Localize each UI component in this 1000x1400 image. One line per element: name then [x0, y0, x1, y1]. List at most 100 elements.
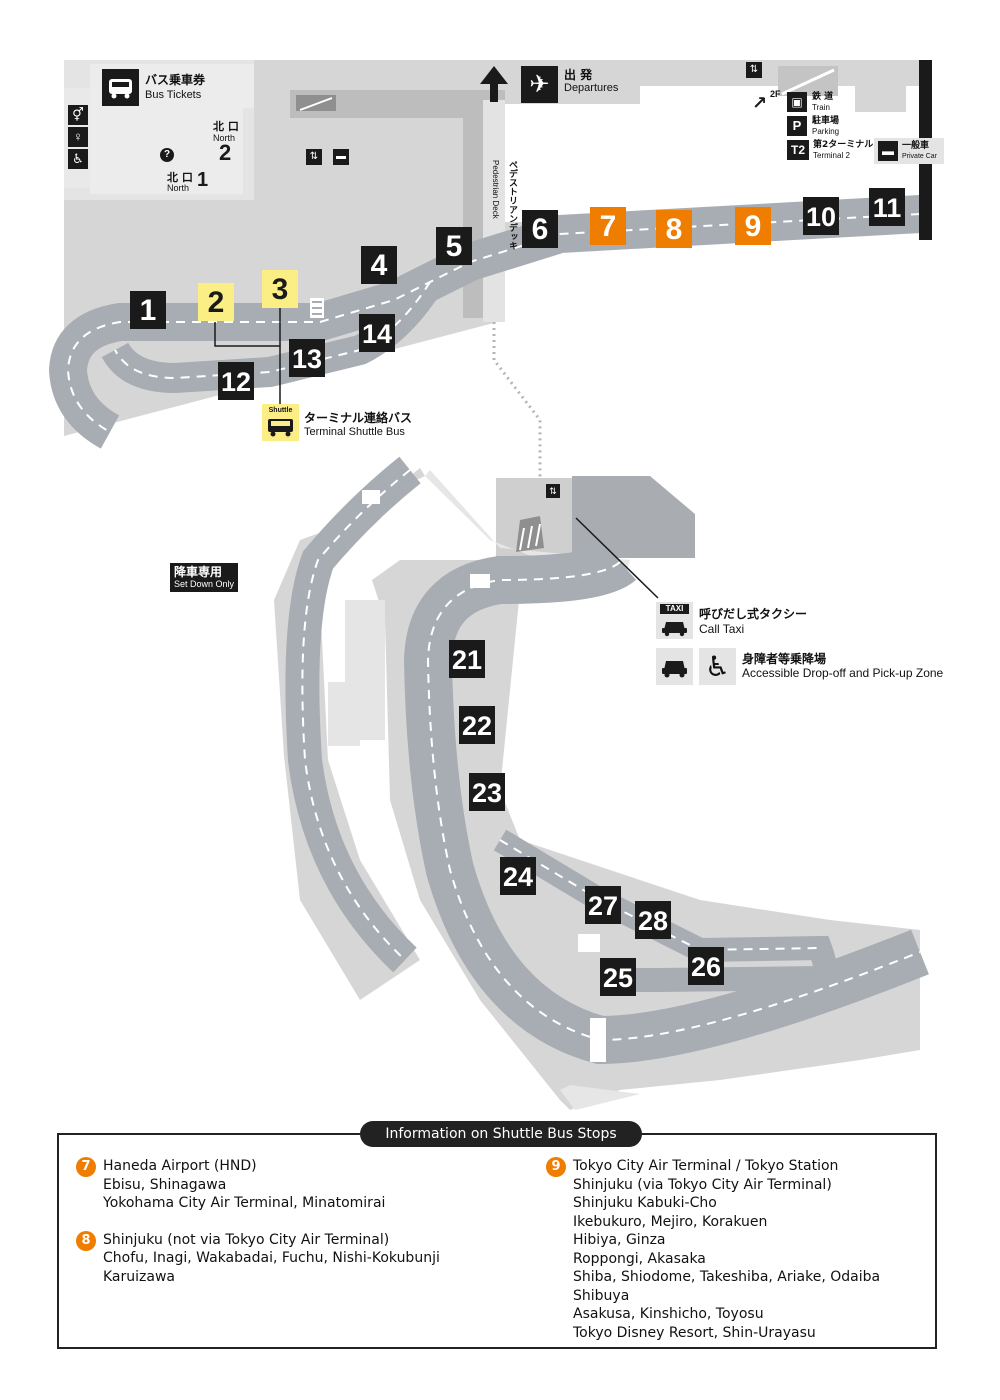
bus-stop-number: 28	[638, 906, 668, 936]
bus-stop-box	[500, 857, 536, 895]
train-label-ja: 鉄 道	[812, 92, 834, 102]
destination-line: Shinjuku (not via Tokyo City Air Termina…	[103, 1231, 390, 1248]
destination-line: Shibuya	[573, 1287, 630, 1304]
bus-stop-box	[289, 339, 325, 377]
bus-stop-box	[590, 207, 626, 245]
call-taxi-label-ja: 呼びだし式タクシー	[699, 607, 808, 621]
bus-icon	[102, 69, 139, 106]
bus-stop-number: 3	[272, 273, 289, 306]
bus-stop-21: 21	[449, 640, 485, 678]
bus-stop-number: 13	[292, 344, 322, 374]
departures-label-ja: 出 発	[564, 68, 593, 82]
arrow-up-icon	[480, 66, 508, 102]
bus-stop-2: 2	[198, 283, 234, 321]
bus-stop-box	[735, 207, 771, 245]
destination-line: Ikebukuro, Mejiro, Korakuen	[573, 1213, 768, 1230]
bus-stop-box	[585, 886, 621, 924]
terminal-2-label-en: Terminal 2	[813, 151, 850, 160]
bus-stop-3: 3	[262, 270, 298, 308]
bus-stop-number: 4	[371, 249, 388, 282]
private-car-label-ja: 一般車	[902, 141, 930, 151]
bus-stop-24: 24	[500, 857, 536, 895]
smoking-area-icon: ▬	[333, 149, 349, 165]
train-icon: ▣	[787, 92, 807, 112]
bus-stop-box	[688, 947, 724, 985]
pedestrian-deck-label-ja: ペデストリアンデッキ	[507, 160, 517, 250]
bus-stop-number: 7	[600, 210, 617, 243]
restroom-icon: ⚥	[68, 105, 88, 125]
taxi-badge-text: TAXI	[660, 604, 689, 614]
walkway-path	[492, 322, 542, 492]
north-exit-2-number: 2	[219, 140, 232, 165]
bus-stop-27: 27	[585, 886, 621, 924]
bus-stop-26: 26	[688, 947, 724, 985]
car-icon	[656, 648, 693, 685]
destination-line: Asakusa, Kinshicho, Toyosu	[573, 1306, 764, 1322]
north-exit-1-number: 1	[197, 169, 209, 191]
bus-stop-6: 6	[522, 210, 558, 248]
shuttle-leader-line	[214, 322, 281, 404]
bus-stop-number: 21	[452, 645, 482, 675]
private-car-label-en: Private Car	[902, 153, 938, 160]
destination-line: Chofu, Inagi, Wakabadai, Fuchu, Nishi-Ko…	[103, 1250, 440, 1266]
bus-stop-box	[218, 362, 254, 400]
bus-stop-number: 11	[873, 193, 902, 223]
bus-stop-box	[459, 706, 495, 744]
set-down-only-sign: 降車専用 Set Down Only	[170, 563, 239, 592]
parking-icon: P	[787, 116, 807, 136]
bus-stop-number: 24	[503, 862, 533, 892]
bus-stop-box	[361, 246, 397, 284]
plane-icon: ✈	[521, 66, 558, 103]
destination-line: Haneda Airport (HND)	[103, 1158, 257, 1174]
bus-stop-box	[635, 901, 671, 939]
destination-line: Tokyo Disney Resort, Shin-Urayasu	[573, 1324, 816, 1341]
elevator-icon: ⇅	[746, 62, 762, 78]
north-exit-2-label-en: North	[213, 133, 236, 143]
elevator-icon: ⇅	[306, 149, 322, 165]
destination-line: Yokohama City Air Terminal, Minatomirai	[103, 1195, 386, 1211]
bus-stop-box	[600, 958, 636, 996]
destination-line: Karuizawa	[103, 1268, 175, 1285]
terminal-2-label-ja: 第2ターミナル	[813, 140, 874, 150]
bus-stop-number: 27	[588, 891, 618, 921]
bus-stop-number: 2	[208, 286, 225, 319]
car-icon: ▬	[878, 141, 898, 161]
destination-line: Shiba, Shiodome, Takeshiba, Ariake, Odai…	[573, 1269, 881, 1285]
nursing-room-icon: ♀	[68, 127, 88, 147]
shuttle-label-en: Terminal Shuttle Bus	[304, 426, 405, 438]
shuttle-bus-icon: Shuttle	[262, 404, 299, 441]
bus-stop-number: 26	[691, 952, 721, 982]
bus-stop-box	[262, 270, 298, 308]
accessible-label-ja: 身障者等乗降場	[742, 652, 827, 666]
arrow-up-right-icon: ↗	[752, 93, 768, 113]
floor-2f-label: 2F	[770, 89, 781, 99]
destination-line: Shinjuku (via Tokyo City Air Terminal)	[573, 1176, 832, 1193]
bus-stop-number: 6	[532, 213, 549, 246]
escalator-icon	[296, 95, 336, 111]
stop-number-badge: 7	[76, 1157, 96, 1177]
bus-stop-number: 10	[806, 202, 836, 232]
escalator-icon	[516, 516, 544, 552]
bus-stop-box	[359, 314, 395, 352]
bus-stop-number: 12	[221, 367, 251, 397]
bus-stop-4: 4	[361, 246, 397, 284]
north-exit-1-label-ja: 北 口	[167, 171, 193, 184]
bus-stop-number: 23	[472, 778, 502, 808]
info-icon: ?	[160, 148, 174, 162]
destination-line: Tokyo City Air Terminal / Tokyo Station	[573, 1158, 839, 1174]
bus-stop-box	[449, 640, 485, 678]
bus-stop-number: 1	[140, 294, 157, 327]
taxi-leader-line	[575, 517, 659, 599]
parking-label-ja: 駐車場	[812, 116, 840, 126]
bus-stop-12: 12	[218, 362, 254, 400]
shuttle-badge-text: Shuttle	[268, 407, 293, 414]
bus-stop-box	[198, 283, 234, 321]
lower-road	[285, 456, 929, 1065]
bus-stop-25: 25	[600, 958, 636, 996]
destination-line: Roppongi, Akasaka	[573, 1250, 706, 1267]
north-exit-1-label-en: North	[167, 183, 190, 193]
escalator-icon	[778, 66, 838, 96]
